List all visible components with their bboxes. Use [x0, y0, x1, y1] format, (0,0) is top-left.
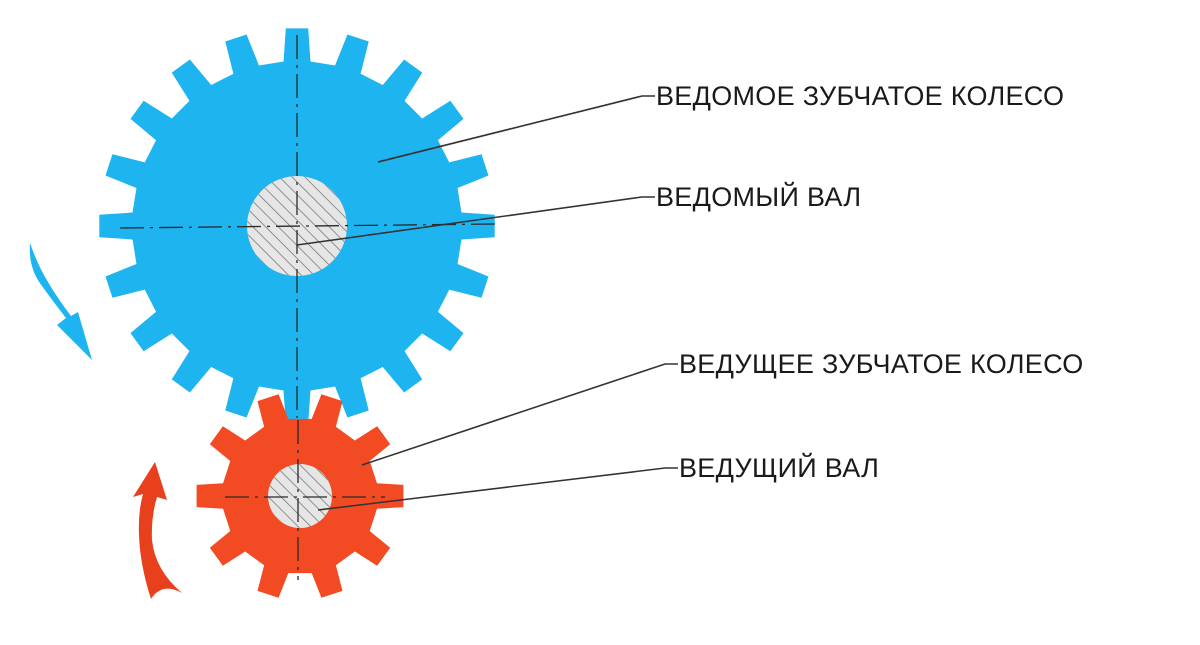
driven-gear-centerline-horizontal	[119, 223, 496, 229]
label-driven-shaft: ВЕДОМЫЙ ВАЛ	[656, 181, 861, 212]
curved-arrow-up-icon	[133, 462, 182, 599]
drive-gear	[196, 394, 404, 598]
leader-driven-gear	[377, 95, 655, 163]
leader-drive-gear	[361, 363, 678, 466]
leader-drive-shaft	[317, 467, 678, 511]
curved-arrow-down-icon	[29, 243, 92, 360]
leader-driven-shaft	[296, 196, 655, 246]
drive-shaft-hatch	[268, 464, 332, 528]
driven-gear	[99, 28, 496, 424]
label-drive-shaft: ВЕДУЩИЙ ВАЛ	[679, 452, 879, 483]
label-driven-gear: ВЕДОМОЕ ЗУБЧАТОЕ КОЛЕСО	[656, 81, 1064, 111]
label-drive-gear: ВЕДУЩЕЕ ЗУБЧАТОЕ КОЛЕСО	[679, 349, 1084, 379]
